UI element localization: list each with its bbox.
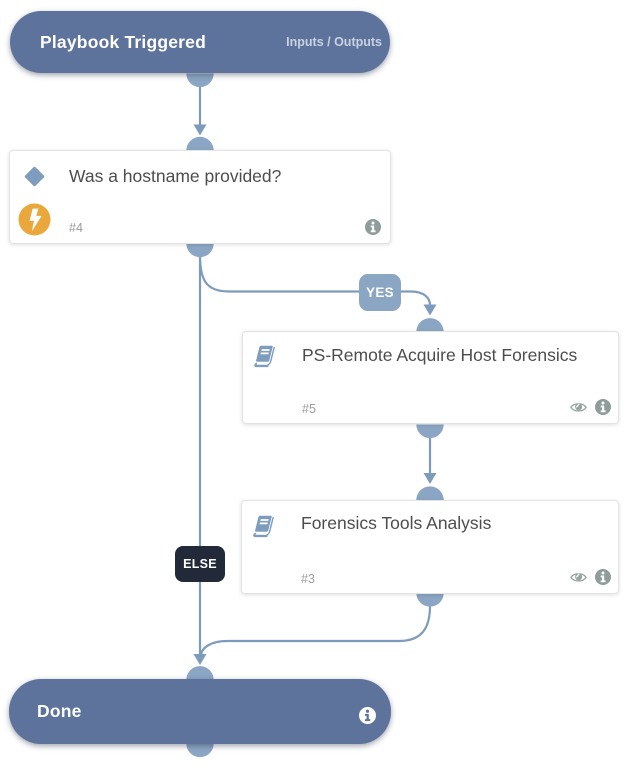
diamond-condition-icon [24, 166, 45, 187]
task1-id: #5 [302, 401, 316, 416]
endpoint-condition-top [186, 136, 214, 151]
info-circle-icon[interactable] [595, 569, 611, 585]
done-node-title: Done [37, 701, 82, 721]
endpoint-done-top [186, 666, 214, 680]
endpoint-start-bottom [186, 73, 214, 88]
info-circle-icon[interactable] [359, 706, 376, 724]
arrow-into-task2 [423, 473, 437, 484]
endpoint-task2-bottom [416, 593, 444, 607]
edge-yes-line [198, 254, 432, 306]
else-badge-label: ELSE [183, 557, 217, 571]
playbook-book-icon [254, 345, 275, 368]
node-ps-remote-acquire-host-forensics[interactable]: PS-Remote Acquire Host Forensics #5 [242, 331, 619, 424]
info-circle-icon[interactable] [365, 219, 381, 235]
lightning-bolt-icon [18, 203, 51, 236]
yes-branch-badge[interactable]: YES [359, 274, 401, 311]
node-done[interactable]: Done [9, 679, 391, 744]
endpoint-task1-top [416, 318, 444, 332]
node-forensics-tools-analysis[interactable]: Forensics Tools Analysis #3 [241, 500, 619, 594]
arrowheads [193, 124, 437, 665]
info-circle-icon[interactable] [595, 399, 611, 415]
eye-icon[interactable] [570, 401, 587, 414]
connector-endpoints [186, 73, 444, 758]
endpoint-done-bottom [186, 743, 214, 758]
playbook-book-icon [253, 515, 274, 538]
else-branch-badge[interactable]: ELSE [175, 546, 225, 582]
node-condition-was-hostname-provided[interactable]: Was a hostname provided? #4 [9, 150, 391, 244]
endpoint-task2-top [416, 486, 444, 500]
eye-icon[interactable] [570, 571, 587, 584]
start-node-title: Playbook Triggered [40, 31, 207, 52]
task1-title: PS-Remote Acquire Host Forensics [302, 345, 578, 365]
edge-task2-done [199, 605, 432, 656]
node-playbook-triggered[interactable]: Playbook Triggered Inputs / Outputs [10, 11, 390, 73]
condition-title: Was a hostname provided? [69, 166, 282, 186]
inputs-outputs-link[interactable]: Inputs / Outputs [286, 35, 382, 49]
task2-id: #3 [301, 571, 315, 586]
endpoint-task1-bottom [416, 424, 444, 439]
arrow-into-task1 [423, 304, 437, 316]
arrow-into-done [193, 654, 207, 665]
arrow-into-condition [193, 124, 207, 136]
endpoint-condition-bottom [186, 243, 214, 258]
condition-task-id: #4 [69, 220, 83, 235]
yes-badge-label: YES [366, 285, 394, 300]
task2-title: Forensics Tools Analysis [301, 513, 492, 533]
